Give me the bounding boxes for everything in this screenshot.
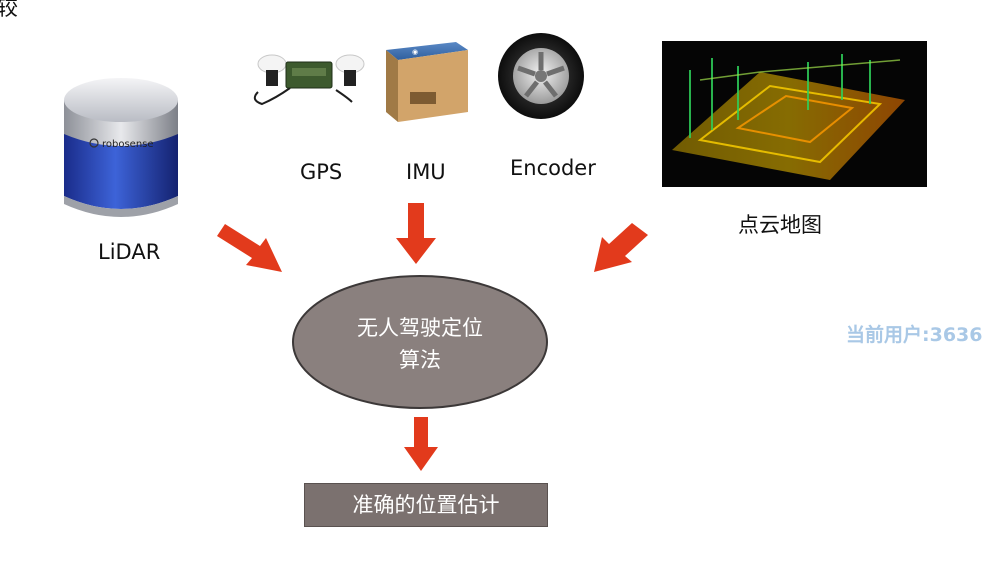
lidar-brand-text: robosense — [102, 139, 154, 150]
arrow-pointcloud-to-algorithm — [594, 223, 648, 272]
imu-label: IMU — [406, 160, 446, 184]
pointcloud-label: 点云地图 — [738, 213, 822, 237]
algorithm-text-line1: 无人驾驶定位 — [357, 316, 483, 340]
point-cloud-map-image — [662, 41, 927, 187]
gps-label: GPS — [300, 160, 343, 184]
imu-device-image: ◉ — [386, 42, 468, 122]
algorithm-text: 无人驾驶定位 算法 — [292, 312, 548, 376]
user-watermark: 当前用户:3636 — [846, 324, 983, 346]
corner-text: 较 — [0, 0, 19, 21]
output-box: 准确的位置估计 — [304, 483, 548, 527]
encoder-wheel-image — [498, 33, 584, 119]
arrow-imu-to-algorithm — [396, 203, 436, 264]
arrow-lidar-to-algorithm — [217, 224, 282, 272]
lidar-label: LiDAR — [98, 240, 161, 264]
arrow-algorithm-to-output — [404, 417, 438, 471]
algorithm-ellipse — [292, 275, 548, 409]
lidar-device-image — [64, 78, 178, 217]
algorithm-text-line2: 算法 — [399, 348, 441, 372]
svg-text:◉: ◉ — [412, 48, 418, 56]
encoder-label: Encoder — [510, 156, 596, 180]
gps-device-image — [253, 54, 365, 106]
